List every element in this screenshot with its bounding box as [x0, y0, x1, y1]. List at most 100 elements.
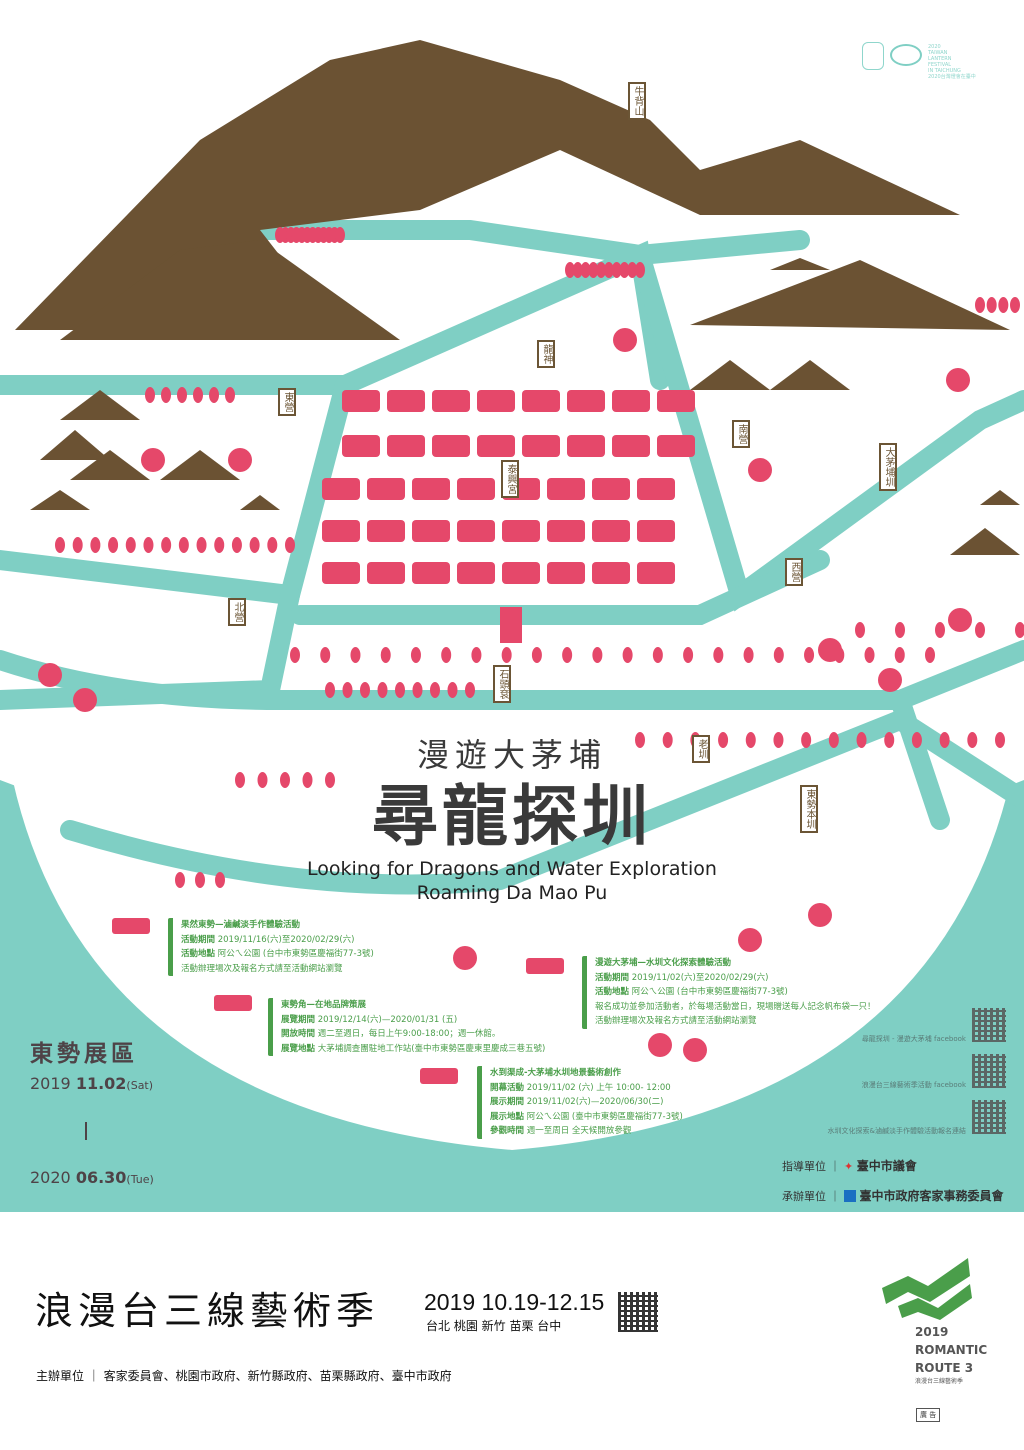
tree: [380, 647, 391, 663]
event-field-value: 2019/11/02(六)至2020/02/29(六): [629, 972, 769, 983]
tree: [946, 368, 970, 392]
tree: [395, 682, 405, 698]
exhibit-start: 2019 11.02(Sat): [30, 1074, 154, 1093]
event-field-label: 活動期間: [181, 934, 216, 945]
tree: [447, 682, 458, 698]
house: [637, 520, 675, 542]
tree: [430, 682, 440, 698]
tree: [125, 537, 136, 553]
tree: [214, 537, 225, 553]
event-line: 活動期間 2019/11/16(六)至2020/02/29(六): [181, 933, 374, 948]
house: [457, 478, 495, 500]
logo-text: LANTERN: [928, 56, 952, 62]
house: [612, 435, 650, 457]
house: [477, 435, 515, 457]
map-label: 牛背山: [628, 82, 646, 120]
tree: [603, 262, 614, 278]
map-label: 南營: [732, 420, 750, 448]
event-field-value: 大茅埔調查團駐地工作站(臺中市東勢區慶東里慶成三巷五號): [315, 1043, 546, 1054]
organizer-unit: 承辦單位 ｜ 臺中市政府客家事務委員會: [782, 1189, 1004, 1203]
tree: [635, 732, 645, 748]
tree: [55, 537, 65, 553]
tree: [652, 647, 663, 663]
event-field-value: 週一至周日 全天候開放參觀: [524, 1126, 632, 1136]
tree: [864, 647, 875, 663]
map-label: 北營: [228, 598, 246, 626]
event-field-value: 2019/11/02 (六) 上午 10:00- 12:00: [524, 1082, 671, 1093]
logo-text: IN TAICHUNG: [928, 68, 961, 74]
house: [592, 562, 630, 584]
house: [322, 520, 360, 542]
event-house-icon: [420, 1068, 458, 1084]
houses-group: [322, 390, 695, 584]
tree: [967, 732, 978, 748]
tree: [611, 262, 622, 278]
tree: [878, 668, 902, 692]
tree: [855, 622, 865, 638]
logo-text: FESTIVAL: [928, 62, 952, 68]
map-label: 泰興宮: [501, 460, 519, 498]
house: [322, 478, 360, 500]
tree: [565, 262, 575, 278]
tree: [911, 732, 922, 748]
event-field-value: 週二至週日，每日上午9:00-18:00；週一休館。: [315, 1029, 501, 1039]
house: [457, 562, 495, 584]
title-small: 漫遊大茅埔: [416, 736, 607, 774]
tree: [280, 772, 290, 788]
event-field-label: 參觀時間: [490, 1126, 525, 1136]
tree: [619, 262, 630, 278]
tree: [320, 647, 331, 663]
exhibit-area: 東勢展區 2019 11.02(Sat) 2020 06.30(Tue): [30, 1040, 154, 1190]
event-field-value: 阿公ㄟ公園 (台中市東勢區慶福街77-3號): [629, 987, 788, 997]
tree: [325, 772, 335, 788]
tree: [748, 458, 772, 482]
event-line: 東勢角—在地品牌策展: [281, 998, 545, 1013]
event-field-label: 展示期間: [490, 1097, 525, 1107]
festival-dates: 2019 10.19-12.15: [424, 1289, 605, 1315]
tree: [195, 872, 205, 888]
qr-code-festival-facebook[interactable]: [972, 1054, 1006, 1088]
tree: [683, 647, 694, 663]
event-field-value: 活動辦理場次及報名方式請至活動網站瀏覽: [595, 1016, 757, 1026]
house: [432, 435, 470, 457]
tree: [648, 1033, 672, 1057]
tree: [161, 387, 171, 403]
tree: [884, 732, 895, 748]
event-line: 活動辦理場次及報名方式請至活動網站瀏覽: [181, 962, 374, 977]
tree: [622, 647, 633, 663]
event-house-icon: [526, 958, 564, 974]
house: [637, 562, 675, 584]
tree: [975, 297, 985, 313]
tree: [773, 732, 784, 748]
event-line: 水到渠成-大茅埔水圳地景藝術創作: [490, 1066, 683, 1081]
event-field-value: 2019/12/14(六)—2020/01/31 (五): [315, 1014, 458, 1025]
tree: [108, 537, 119, 553]
tree: [808, 903, 832, 927]
event-line: 展覽期間 2019/12/14(六)—2020/01/31 (五): [281, 1013, 545, 1028]
tree: [342, 682, 353, 698]
tree: [745, 732, 756, 748]
tree: [818, 638, 842, 662]
qr-code-facebook[interactable]: [972, 1008, 1006, 1042]
tree: [935, 622, 945, 638]
house: [547, 478, 585, 500]
qr-code-registration[interactable]: [972, 1100, 1006, 1134]
qr-label: 水圳文化探索&滷鹹淡手作體驗活動報名連結: [827, 1127, 966, 1135]
house: [592, 520, 630, 542]
map-label: 龍神: [537, 340, 555, 368]
tree: [335, 227, 345, 243]
tree: [773, 647, 784, 663]
tree: [662, 732, 673, 748]
tree: [73, 688, 97, 712]
event-line: 開幕活動 2019/11/02 (六) 上午 10:00- 12:00: [490, 1081, 683, 1096]
tree: [228, 448, 252, 472]
qr-label: 浪漫台三線藝術季活動 facebook: [861, 1081, 966, 1089]
tree: [1010, 297, 1020, 313]
tree: [627, 262, 638, 278]
tree: [596, 262, 607, 278]
event-field-value: 漫遊大茅埔—水圳文化探索體驗活動: [595, 958, 732, 968]
house: [367, 520, 405, 542]
festival-qr-code[interactable]: [618, 1292, 658, 1332]
tree: [231, 537, 242, 553]
tree: [290, 647, 300, 663]
